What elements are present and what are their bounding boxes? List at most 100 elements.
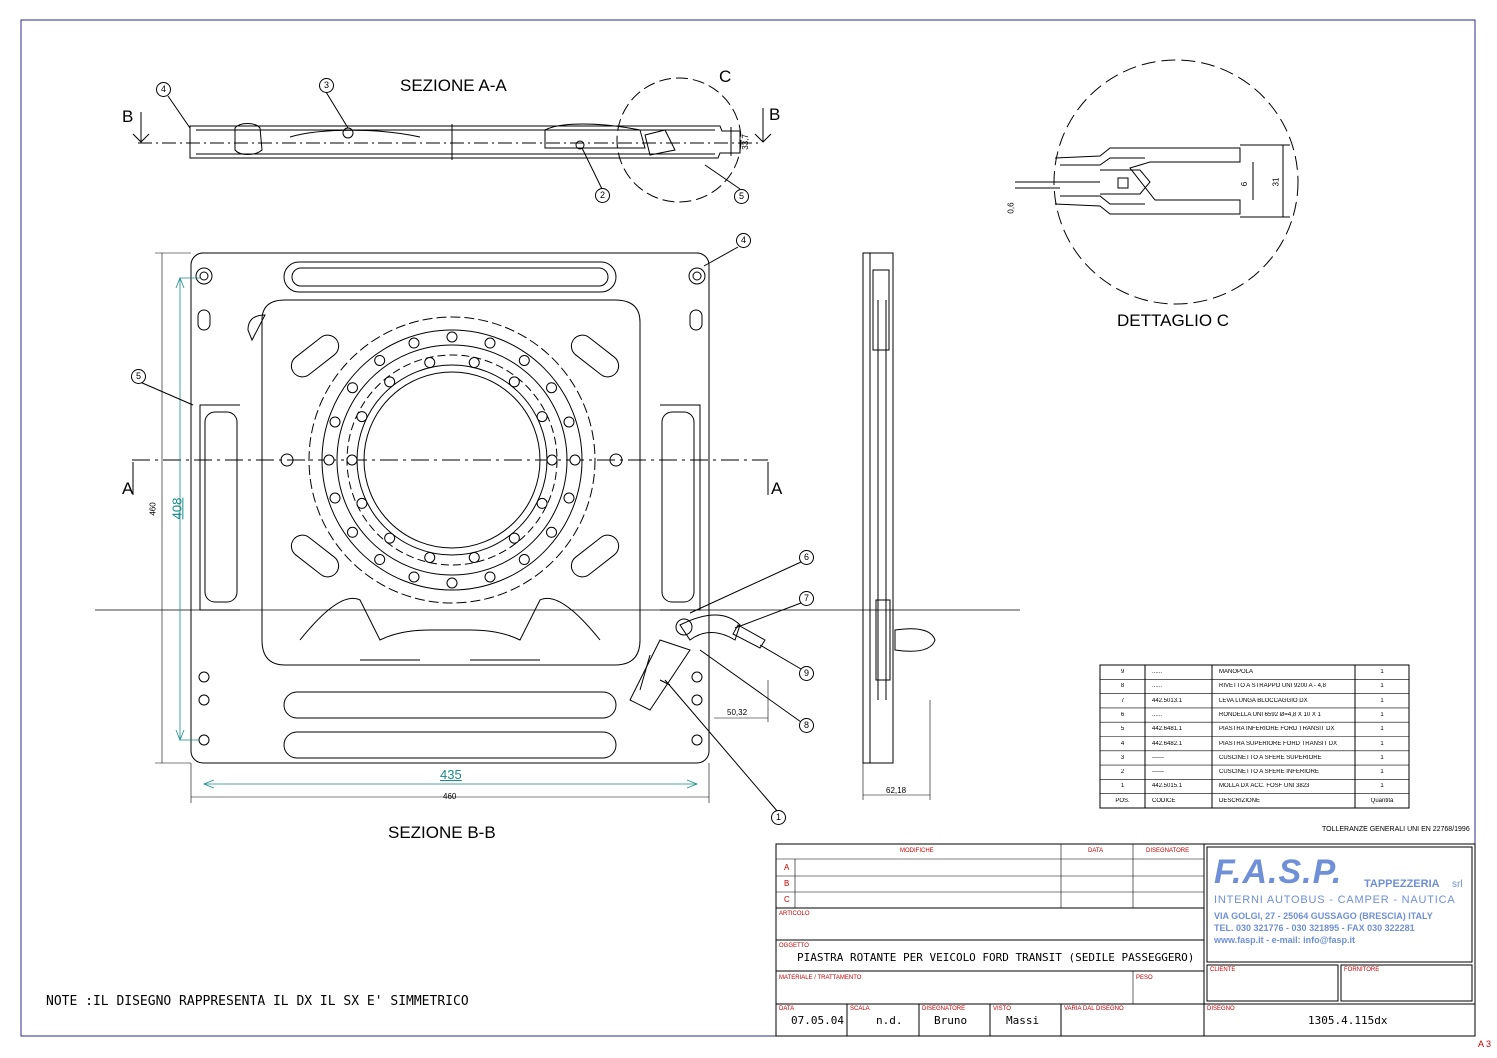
part-balloon-1: 1 (771, 810, 786, 825)
bom-cell-desc: PIASTRA SUPERIORE FORD TRANSIT DX (1219, 740, 1338, 747)
bom-cell-code: 442.5015.1 (1152, 783, 1183, 790)
bom-cell-code: CODICE (1152, 797, 1176, 804)
tb-rev-a: A (784, 863, 790, 872)
ring-bolt (323, 454, 335, 466)
dim-6: 6 (1240, 181, 1250, 187)
ring-bolt (446, 331, 458, 343)
bom-cell-pos: 3 (1120, 754, 1125, 761)
bom-cell-desc: MANOPOLA (1219, 669, 1254, 675)
cut-mark-b-right: B (769, 105, 781, 124)
ring-bolt (346, 526, 358, 538)
company-web: www.fasp.it - e-mail: info@fasp.it (1214, 935, 1355, 945)
ring-bolt (384, 532, 396, 544)
part-balloon-3: 3 (319, 78, 334, 93)
drawing-note: NOTE :IL DISEGNO RAPPRESENTA IL DX IL SX… (46, 994, 469, 1009)
bom-cell-code: 442.5013.1 (1152, 697, 1183, 704)
cut-mark-c: C (719, 67, 732, 86)
bom-row-lines (1100, 678, 1409, 795)
tb-fornitore: FORNITORE (1344, 967, 1380, 973)
bom-cell-qty: 1 (1380, 711, 1384, 718)
tb-data-header: DATA (1088, 848, 1104, 854)
bom-cell-qty: 1 (1380, 754, 1384, 761)
dim-460-vertical: 460 (148, 502, 158, 516)
ring-bolt (484, 571, 496, 583)
bom-cell-code: ...... (1152, 683, 1163, 690)
tb-visto-value: Massi (1006, 1014, 1040, 1027)
title-block-grid (775, 843, 1476, 1037)
bom-cell-desc: DESCRIZIONE (1219, 797, 1261, 804)
ring-bolt (468, 551, 480, 563)
cut-mark-a-right: A (771, 479, 783, 498)
ring-bolt (536, 411, 548, 423)
tb-articolo: ARTICOLO (779, 911, 810, 917)
bom-cell-pos: 5 (1120, 726, 1125, 733)
bom-cell-pos: 1 (1120, 783, 1125, 790)
ring-bolt (546, 454, 558, 466)
ring-bolt (329, 416, 341, 428)
detail-c-title: DETTAGLIO C (1117, 311, 1230, 330)
cut-mark-a-left: A (122, 479, 134, 498)
highlight-dimensions (175, 276, 699, 789)
tb-oggetto-value: PIASTRA ROTANTE PER VEICOLO FORD TRANSIT… (797, 951, 1195, 964)
section-bb-view (95, 252, 1020, 803)
part-balloon-5: 5 (131, 369, 146, 384)
ring-bolt (329, 492, 341, 504)
bom-cell-desc: CUSCINETTO A SFERE SUPERIORE (1219, 754, 1322, 761)
ring-bolt (356, 497, 368, 509)
company-address: VIA GOLGI, 27 - 25064 GUSSAGO (BRESCIA) … (1214, 911, 1433, 921)
ring-bolt (508, 532, 520, 544)
bom-cell-qty: 1 (1380, 697, 1384, 704)
dim-33-7: 33,7 (740, 134, 750, 150)
detail-c-view (1015, 59, 1299, 305)
bom-cell-code: ...... (1152, 669, 1163, 675)
part-balloon-2: 2 (595, 188, 610, 203)
tb-disegnatore-value: Bruno (934, 1014, 968, 1027)
ring-bolt (563, 416, 575, 428)
ring-bolt (346, 454, 358, 466)
ring-bolt (563, 492, 575, 504)
bom-cell-desc: CUSCINETTO A SFERE INFERIORE (1219, 769, 1319, 776)
bom-cell-code: 442.6482.1 (1152, 740, 1183, 747)
ring-bolt (356, 411, 368, 423)
bom-cell-desc: RONDELLA UNI 6592 Ø=4,8 X 10 X 1 (1219, 711, 1321, 718)
bom-cell-qty: 1 (1380, 740, 1384, 747)
sheet-border (20, 19, 1476, 1037)
company-tappezzeria: TAPPEZZERIA (1364, 878, 1440, 890)
part-balloon-8: 8 (799, 718, 814, 733)
bom-cell-qty: 1 (1380, 769, 1384, 776)
tb-rev-b: B (784, 879, 790, 888)
bom-cell-pos: 2 (1120, 769, 1125, 776)
company-logo: F.A.S.P. (1214, 853, 1343, 891)
ring-bolt (374, 554, 386, 566)
ring-bolt (546, 382, 558, 394)
bom-cell-qty: 1 (1380, 726, 1384, 733)
ring-bolt (446, 577, 458, 589)
bom-cell-code: ------ (1152, 769, 1164, 776)
part-balloons (139, 91, 802, 813)
bom-cell-pos: 4 (1120, 740, 1125, 747)
ring-bolt (408, 571, 420, 583)
tb-disegno-label: DISEGNO (1207, 1006, 1235, 1012)
part-balloon-4: 4 (736, 233, 751, 248)
bom-cell-pos: POS. (1115, 797, 1130, 804)
tb-disegnatore-header: DISEGNATORE (1146, 848, 1190, 854)
ring-bolt (384, 376, 396, 388)
tb-materiale: MATERIALE / TRATTAMENTO (779, 975, 862, 981)
ring-bolt (569, 454, 581, 466)
part-balloon-4: 4 (156, 82, 171, 97)
tb-peso: PESO (1136, 975, 1153, 981)
bom-row: 2 ------ CUSCINETTO A SFERE INFERIORE 1 (1100, 769, 1409, 783)
bom-cell-pos: 7 (1120, 697, 1125, 704)
bom-cell-desc: RIVETTO A STRAPPO UNI 9200 A - 4,8 (1219, 683, 1326, 690)
section-aa-title: SEZIONE A-A (400, 76, 507, 95)
tb-visto-label: VISTO (993, 1006, 1011, 1012)
tb-modifiche: MODIFICHE (900, 848, 934, 854)
sheet-size: A 3 (1478, 1039, 1492, 1049)
